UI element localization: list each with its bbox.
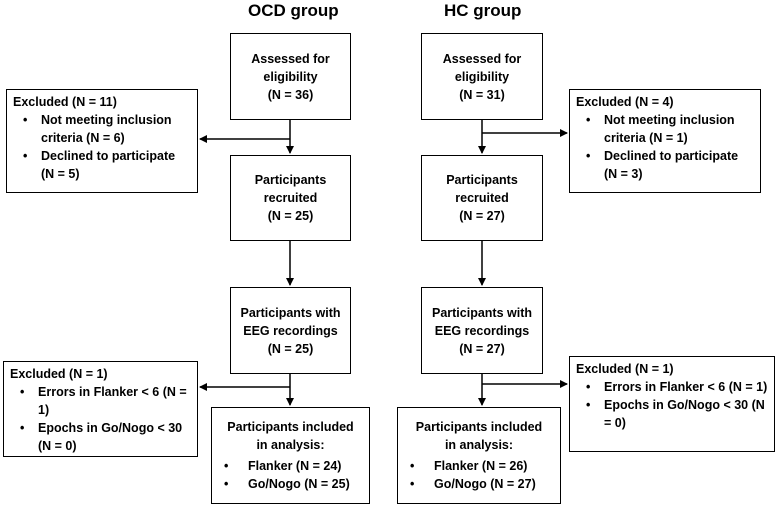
ocd-eeg-box: Participants with EEG recordings (N = 25… [230, 287, 351, 374]
list-item: Not meeting inclusion criteria (N = 6) [13, 111, 191, 147]
list-item: Flanker (N = 26) [398, 457, 560, 475]
list-item: Epochs in Go/Nogo < 30 (N = 0) [576, 396, 768, 432]
list-item: Go/Nogo (N = 25) [212, 475, 369, 493]
list-item: Declined to participate (N = 3) [576, 147, 754, 183]
hc-excluded1-box: Excluded (N = 4) Not meeting inclusion c… [569, 89, 761, 193]
ocd-excluded1-box: Excluded (N = 11) Not meeting inclusion … [6, 89, 198, 193]
list-item: Not meeting inclusion criteria (N = 1) [576, 111, 754, 147]
ocd-included-box: Participants included in analysis: Flank… [211, 407, 370, 504]
ocd-group-title: OCD group [248, 1, 339, 20]
list-item: Go/Nogo (N = 27) [398, 475, 560, 493]
hc-group-title: HC group [444, 1, 522, 20]
hc-recruited-box: Participants recruited (N = 27) [421, 155, 543, 241]
hc-included-box: Participants included in analysis: Flank… [397, 407, 561, 504]
list-item: Errors in Flanker < 6 (N = 1) [576, 378, 768, 396]
hc-assessed-box: Assessed for eligibility (N = 31) [421, 33, 543, 120]
list-item: Declined to participate (N = 5) [13, 147, 191, 183]
hc-eeg-box: Participants with EEG recordings (N = 27… [421, 287, 543, 374]
ocd-assessed-box: Assessed for eligibility (N = 36) [230, 33, 351, 120]
list-item: Flanker (N = 24) [212, 457, 369, 475]
ocd-excluded2-box: Excluded (N = 1) Errors in Flanker < 6 (… [3, 361, 198, 457]
hc-excluded2-box: Excluded (N = 1) Errors in Flanker < 6 (… [569, 356, 775, 452]
list-item: Epochs in Go/Nogo < 30 (N = 0) [10, 419, 191, 455]
list-item: Errors in Flanker < 6 (N = 1) [10, 383, 191, 419]
ocd-recruited-box: Participants recruited (N = 25) [230, 155, 351, 241]
